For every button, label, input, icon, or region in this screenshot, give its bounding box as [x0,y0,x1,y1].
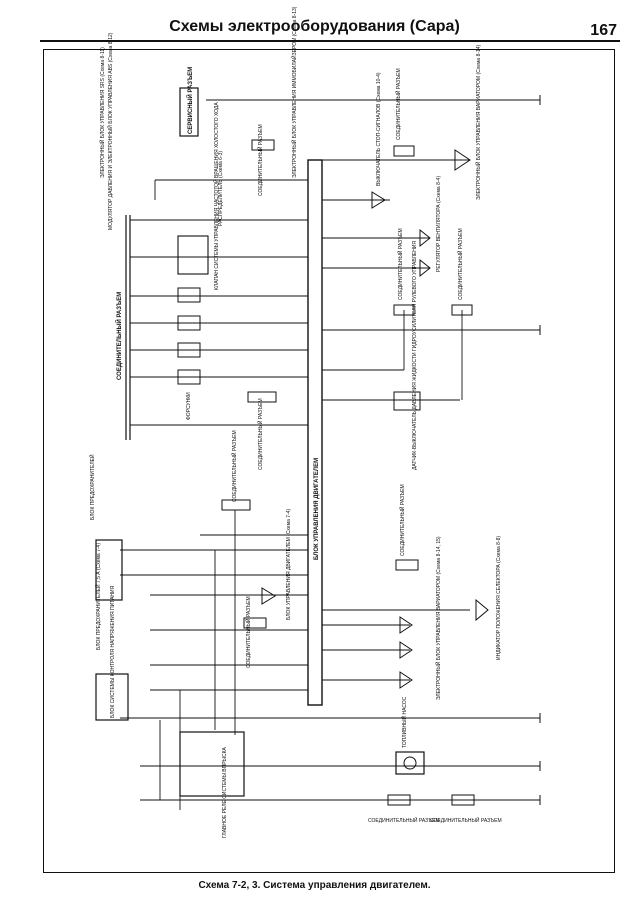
diagram-caption: Схема 7-2, 3. Система управления двигате… [198,880,431,891]
svg-text:РЕГУЛЯТОР ВЕНТИЛЯТОРА (Схема 8: РЕГУЛЯТОР ВЕНТИЛЯТОРА (Схема 8-4) [436,176,442,272]
connector-bottom-1 [387,794,411,806]
svg-text:СЕРВИСНЫЙ РАЗЪЕМ: СЕРВИСНЫЙ РАЗЪЕМ [186,67,194,134]
svg-text:КЛАПАН СИСТЕМЫ УПРАВЛЕНИЯ ЧАСТ: КЛАПАН СИСТЕМЫ УПРАВЛЕНИЯ ЧАСТОТОЙ ВРАЩЕ… [212,102,220,290]
svg-text:ИНДИКАТОР ПОЛОЖЕНИЯ СЕЛЕКТОРА: ИНДИКАТОР ПОЛОЖЕНИЯ СЕЛЕКТОРА (Схема 8-8… [496,536,502,660]
idle-control-valve [177,235,209,275]
svg-text:СОЕДИНИТЕЛЬНЫЙ РАЗЪЕМ: СОЕДИНИТЕЛЬНЫЙ РАЗЪЕМ [430,816,502,824]
svg-text:СОЕДИНИТЕЛЬНЫЙ РАЗЪЕМ: СОЕДИНИТЕЛЬНЫЙ РАЗЪЕМ [394,68,402,140]
fuel-pump-box [395,751,425,775]
svg-text:СОЕДИНИТЕЛЬНЫЙ РАЗЪЕМ: СОЕДИНИТЕЛЬНЫЙ РАЗЪЕМ [396,228,404,300]
svg-text:ВЫКЛЮЧАТЕЛЬ СТОП-СИГНАЛОВ (Схе: ВЫКЛЮЧАТЕЛЬ СТОП-СИГНАЛОВ (Схема 10-4) [376,72,382,186]
page-number: 167 [590,22,617,39]
connector-bottom-2 [451,794,475,806]
connector-cvt-lower [395,559,419,571]
engine-ecu-label: БЛОК УПРАВЛЕНИЯ ДВИГАТЕЛЕМ [314,458,320,560]
svg-text:ФОРСУНКИ: ФОРСУНКИ [186,392,192,420]
svg-text:БЛОК УПРАВЛЕНИЯ ДВИГАТЕЛЕМ (Сх: БЛОК УПРАВЛЕНИЯ ДВИГАТЕЛЕМ (Схема 7-4) [286,509,292,620]
connector-lower [243,617,267,629]
engine-ecu-box [307,159,323,706]
svg-text:ЭЛЕКТРОННЫЙ БЛОК УПРАВЛЕНИЯ ИМ: ЭЛЕКТРОННЫЙ БЛОК УПРАВЛЕНИЯ ИММОБИЛАЙЗЕР… [290,6,298,178]
svg-text:СОЕДИНИТЕЛЬНЫЙ РАЗЪЕМ: СОЕДИНИТЕЛЬНЫЙ РАЗЪЕМ [256,124,264,196]
cvt-connector [393,145,415,157]
svg-text:СОЕДИНИТЕЛЬНЫЙ РАЗЪЕМ: СОЕДИНИТЕЛЬНЫЙ РАЗЪЕМ [230,430,238,502]
connector-top [251,139,275,151]
service-connector-box [179,87,199,137]
header-rule [40,40,620,42]
svg-text:СОЕДИНИТЕЛЬНЫЙ РАЗЪЕМ: СОЕДИНИТЕЛЬНЫЙ РАЗЪЕМ [456,228,464,300]
svg-text:ЭЛЕКТРОННЫЙ БЛОК УПРАВЛЕНИЯ ВА: ЭЛЕКТРОННЫЙ БЛОК УПРАВЛЕНИЯ ВАРИАТОРОМ (… [434,536,442,700]
svg-text:ЭЛЕКТРОННЫЙ БЛОК УПРАВЛЕНИЯ SR: ЭЛЕКТРОННЫЙ БЛОК УПРАВЛЕНИЯ SRS (Схема 8… [98,47,106,178]
svg-text:СОЕДИНИТЕЛЬНЫЙ РАЗЪЕМ: СОЕДИНИТЕЛЬНЫЙ РАЗЪЕМ [368,816,440,824]
svg-text:СОЕДИНИТЕЛЬНЫЙ РАЗЪЕМ: СОЕДИНИТЕЛЬНЫЙ РАЗЪЕМ [244,596,252,668]
svg-text:СОЕДИНИТЕЛЬНЫЙ РАЗЪЕМ: СОЕДИНИТЕЛЬНЫЙ РАЗЪЕМ [398,484,406,556]
svg-text:ТОПЛИВНЫЙ НАСОС: ТОПЛИВНЫЙ НАСОС [400,696,408,748]
svg-text:РАСПРЕДЕЛИТЕЛЬ (Схема 6-3): РАСПРЕДЕЛИТЕЛЬ (Схема 6-3) [218,151,224,226]
connector-mid-1 [247,391,277,403]
page-title: Схемы электрооборудования (Сара) [169,18,460,35]
fuse-box [95,539,123,601]
power-control-box [95,673,129,721]
diagram-frame [43,49,615,873]
svg-text:ГЛАВНОЕ РЕЛЕ СИСТЕМЫ ВПРЫСКА: ГЛАВНОЕ РЕЛЕ СИСТЕМЫ ВПРЫСКА [222,746,228,838]
connector-right-2 [451,304,473,316]
svg-text:ДАТЧИК-ВЫКЛЮЧАТЕЛЬ ДАВЛЕНИЯ ЖИ: ДАТЧИК-ВЫКЛЮЧАТЕЛЬ ДАВЛЕНИЯ ЖИДКОСТИ ГИД… [412,241,418,470]
svg-text:ЭЛЕКТРОННЫЙ БЛОК УПРАВЛЕНИЯ ВА: ЭЛЕКТРОННЫЙ БЛОК УПРАВЛЕНИЯ ВАРИАТОРОМ (… [474,44,482,200]
svg-text:БЛОК ПРЕДОХРАНИТЕЛЕЙ: БЛОК ПРЕДОХРАНИТЕЛЕЙ [88,454,96,520]
svg-text:СОЕДИНИТЕЛЬНЫЙ РАЗЪЕМ: СОЕДИНИТЕЛЬНЫЙ РАЗЪЕМ [256,398,264,470]
connector-mid-2 [221,499,251,511]
signal-wires [120,99,540,810]
main-relay-box [179,731,245,797]
injectors [177,287,201,385]
connector-bus-label: СОЕДИНИТЕЛЬНЫЙ РАЗЪЕМ [115,292,123,380]
svg-text:БЛОК СИСТЕМЫ КОНТРОЛЯ НАПРЯЖЕН: БЛОК СИСТЕМЫ КОНТРОЛЯ НАПРЯЖЕНИЯ ПИТАНИЯ [110,585,116,718]
connector-right-1 [393,304,415,316]
svg-text:МОДУЛЯТОР ДАВЛЕНИЯ И ЭЛЕКТРОНН: МОДУЛЯТОР ДАВЛЕНИЯ И ЭЛЕКТРОННЫЙ БЛОК УП… [106,32,114,230]
svg-text:БЛОК ПРЕДОХРАНИТЕЛЕЙ 7,5 А (Сх: БЛОК ПРЕДОХРАНИТЕЛЕЙ 7,5 А (Схема 7-4) [94,543,102,650]
ps-pressure-switch [393,391,421,411]
